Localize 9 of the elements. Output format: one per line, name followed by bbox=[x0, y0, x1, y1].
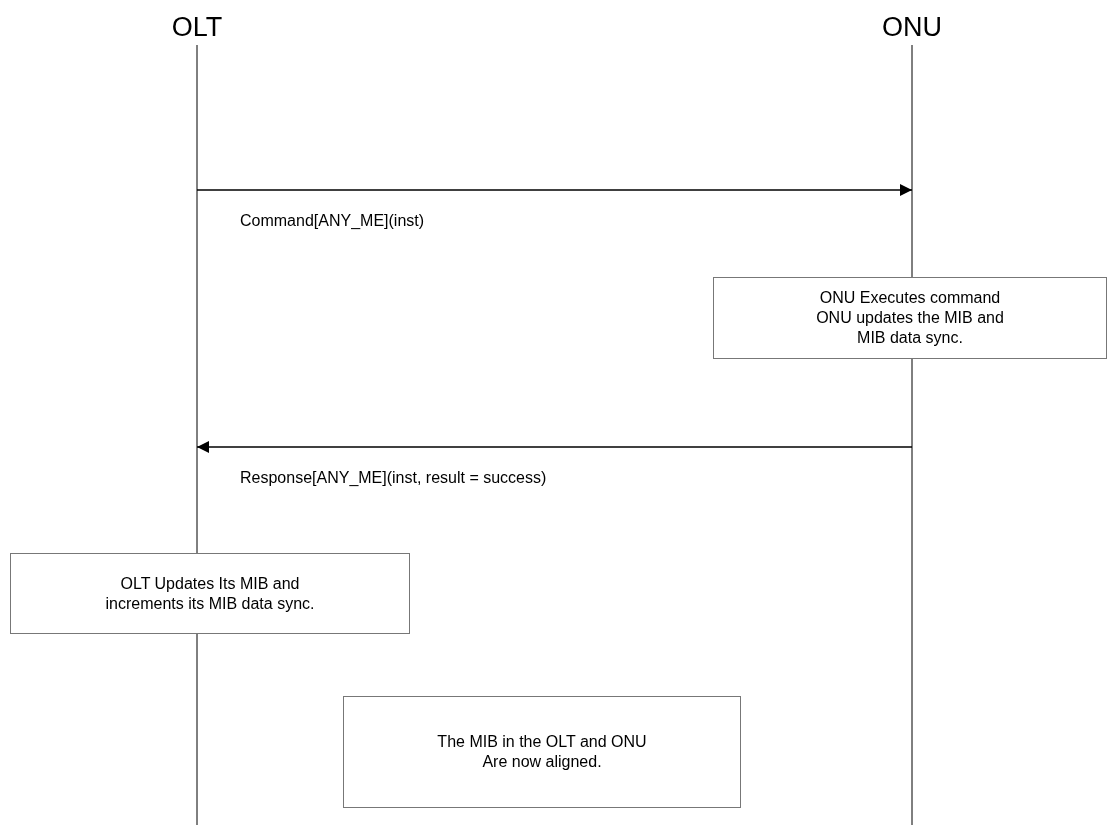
message-arrow bbox=[196, 184, 913, 196]
message-label: Command[ANY_ME](inst) bbox=[240, 212, 425, 230]
message-label: Response[ANY_ME](inst, result = success) bbox=[240, 469, 547, 487]
note-box: The MIB in the OLT and ONU Are now aligned. bbox=[343, 696, 741, 808]
participant-label: ONU bbox=[881, 11, 943, 44]
participant-label: OLT bbox=[170, 11, 224, 44]
message-arrow bbox=[196, 441, 913, 453]
note-box: ONU Executes command ONU updates the MIB and MIB data sync. bbox=[713, 277, 1107, 359]
note-box: OLT Updates Its MIB and increments its MIB data sync. bbox=[10, 553, 410, 634]
